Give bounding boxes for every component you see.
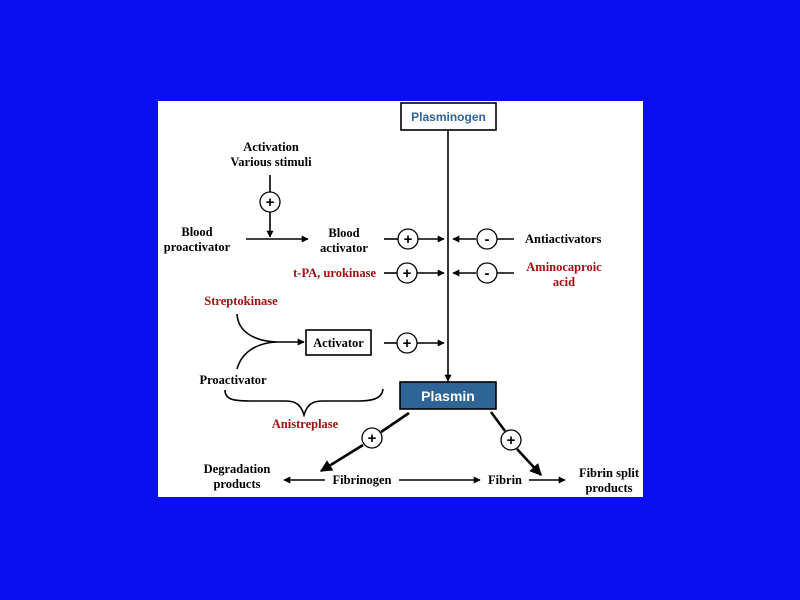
- plasminogen-label: Plasminogen: [411, 110, 486, 124]
- fibrin-split-label-2: products: [585, 481, 632, 495]
- fibrin-split-label-1: Fibrin split: [579, 466, 640, 480]
- plasmin-to-split-arrow: [516, 448, 542, 476]
- antiactivators-label: Antiactivators: [525, 232, 602, 246]
- streptokinase-label: Streptokinase: [204, 294, 278, 308]
- tpa-plus-sign: +: [403, 265, 412, 282]
- plasmin-to-degradation-arrow: [319, 443, 364, 473]
- activator-plus-sign: +: [404, 231, 413, 248]
- streptokinase-curve: [236, 313, 305, 346]
- degradation-plus-circle: [361, 427, 383, 449]
- plasmin-box: Plasmin: [399, 381, 497, 410]
- anistreplase-label: Anistreplase: [272, 417, 339, 431]
- anistreplase-brace: [224, 388, 384, 418]
- degradation-label-2: products: [213, 477, 260, 491]
- activator2-plus-sign: +: [403, 335, 412, 352]
- plasminogen-box: Plasminogen: [400, 102, 497, 131]
- plasmin-to-split-line-1: [489, 411, 507, 432]
- blood-proactivator-label-1: Blood: [181, 225, 212, 239]
- fibrin-label: Fibrin: [488, 473, 522, 487]
- activator-label: Activator: [313, 336, 364, 350]
- blood-activator-label-1: Blood: [328, 226, 359, 240]
- antiactivator-minus-sign: -: [485, 231, 490, 248]
- activation-label: Activation: [243, 140, 299, 154]
- diagram-panel: Plasminogen Activation Various stimuli +…: [158, 101, 643, 497]
- fibrinogen-label: Fibrinogen: [332, 473, 391, 487]
- stimuli-plus-sign: +: [266, 194, 275, 211]
- blood-activator-label-2: activator: [320, 241, 368, 255]
- fibrinolysis-diagram: Plasminogen Activation Various stimuli +…: [164, 102, 640, 495]
- split-plus-circle: [500, 429, 522, 451]
- degradation-plus-sign: +: [368, 430, 377, 447]
- split-plus-sign: +: [507, 432, 516, 449]
- aminocaproic-label-1: Aminocaproic: [526, 260, 602, 274]
- aminocaproic-label-2: acid: [553, 275, 575, 289]
- activator-box: [305, 329, 372, 356]
- plasmin-to-degradation-line-1: [380, 411, 410, 434]
- degradation-label-1: Degradation: [204, 462, 271, 476]
- various-stimuli-label: Various stimuli: [230, 155, 312, 169]
- tpa-urokinase-label: t-PA, urokinase: [293, 266, 376, 280]
- proactivator-label: Proactivator: [199, 373, 267, 387]
- blood-proactivator-label-2: proactivator: [164, 240, 231, 254]
- aminocaproic-minus-sign: -: [485, 265, 490, 282]
- plasmin-label: Plasmin: [421, 388, 475, 404]
- proactivator-curve: [236, 341, 277, 370]
